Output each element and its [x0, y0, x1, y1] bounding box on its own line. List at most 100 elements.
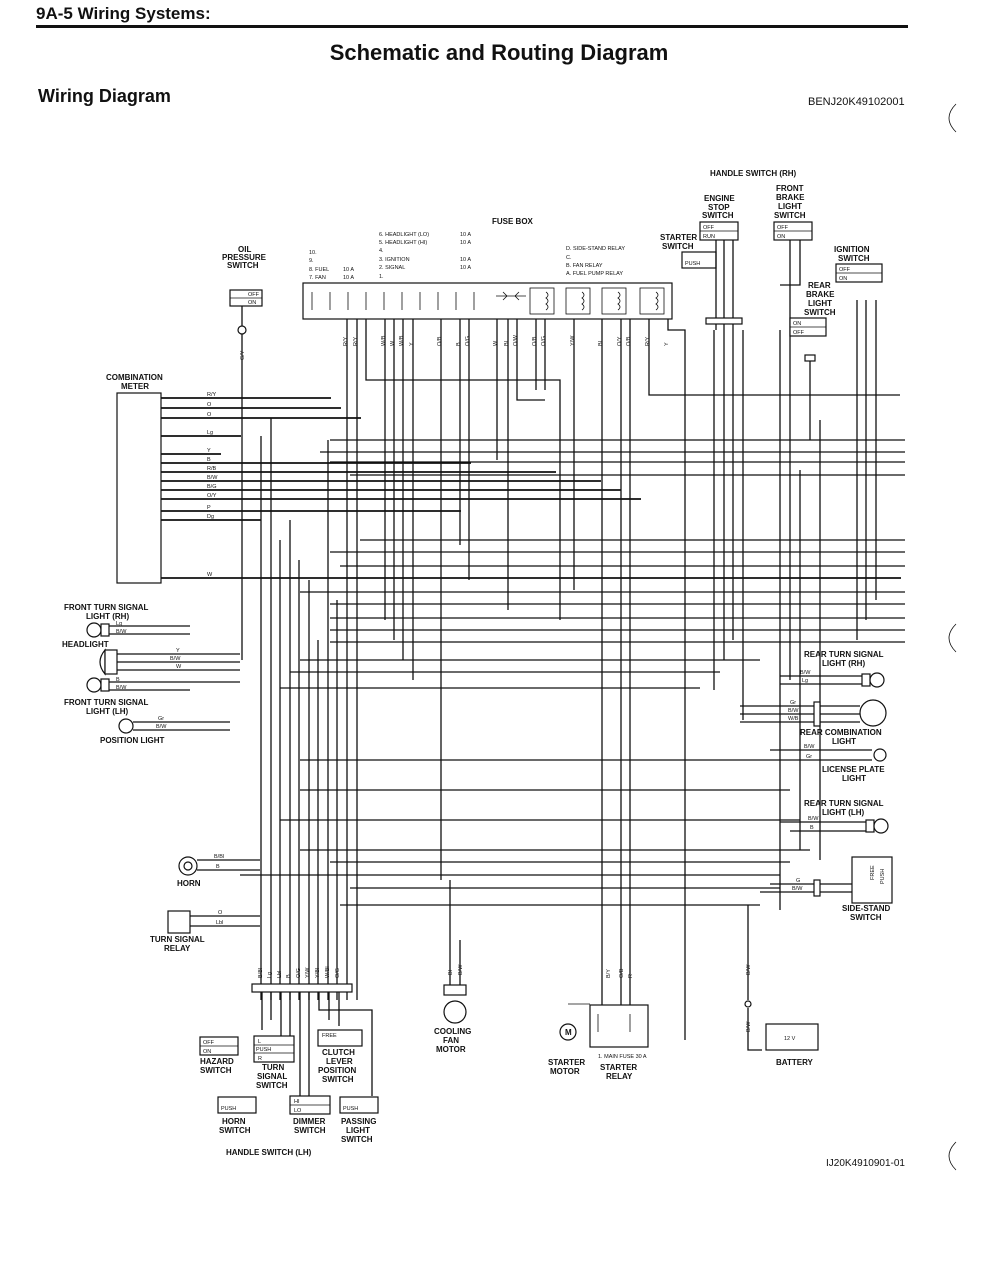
document-id: BENJ20K49102001 — [808, 96, 905, 108]
svg-text:DIMMER: DIMMER — [293, 1117, 326, 1126]
svg-text:SWITCH: SWITCH — [662, 242, 694, 251]
fuse-label: 1. — [379, 274, 384, 280]
diagram-subtitle: Wiring Diagram — [38, 86, 171, 106]
figure-id: IJ20K4910901-01 — [826, 1158, 905, 1169]
svg-text:COMBINATION: COMBINATION — [106, 373, 163, 382]
svg-text:HEADLIGHT: HEADLIGHT — [62, 640, 109, 649]
wire-label: O/Y — [617, 336, 623, 346]
svg-text:LIGHT: LIGHT — [346, 1126, 370, 1135]
wire-label: R/B — [207, 466, 217, 472]
wire-label: B/W — [746, 1021, 752, 1032]
wire-label: W/B — [381, 335, 387, 346]
svg-text:SWITCH: SWITCH — [322, 1075, 354, 1084]
header-rule — [36, 25, 908, 28]
wire-label: Y — [664, 342, 670, 346]
binder-holes — [948, 103, 957, 1171]
svg-text:LIGHT (LH): LIGHT (LH) — [86, 707, 129, 716]
wire-label: Y/W — [570, 335, 576, 346]
svg-text:M: M — [565, 1028, 572, 1037]
fuse-label: 10. — [309, 250, 317, 256]
svg-text:POSITION LIGHT: POSITION LIGHT — [100, 736, 165, 745]
wire-label: Bl — [598, 341, 604, 346]
svg-text:COOLING: COOLING — [434, 1027, 471, 1036]
wire-label: W — [390, 340, 396, 346]
rear-combination-light: Gr B/W W/B REAR COMBINATION LIGHT — [740, 699, 887, 746]
switch-state: OFF — [703, 225, 715, 231]
wire-label: B/W — [788, 708, 799, 714]
svg-text:MOTOR: MOTOR — [550, 1067, 580, 1076]
wire-label: B — [286, 974, 292, 978]
wire-label: Dg — [207, 514, 214, 520]
svg-text:LICENSE PLATE: LICENSE PLATE — [822, 765, 885, 774]
wire-label: W — [207, 572, 213, 578]
component-label: BATTERY — [776, 1058, 814, 1067]
svg-text:LIGHT: LIGHT — [778, 202, 802, 211]
wire-label: O — [207, 412, 212, 418]
starter-relay-box — [589, 1004, 649, 1048]
svg-text:SWITCH: SWITCH — [294, 1126, 326, 1135]
wire-label: G/Y — [240, 350, 246, 360]
svg-text:LEVER: LEVER — [326, 1057, 353, 1066]
starter-section: B/Y O/B R M 1. MAIN FUSE 30 A STARTER MO… — [548, 968, 649, 1081]
position-light: Gr B/W POSITION LIGHT — [100, 716, 230, 745]
svg-text:PASSING: PASSING — [341, 1117, 376, 1126]
meter-body — [116, 392, 162, 584]
svg-text:LIGHT (RH): LIGHT (RH) — [86, 612, 129, 621]
turn-signal-switch-box — [253, 1035, 295, 1063]
svg-text:STARTER: STARTER — [600, 1063, 637, 1072]
wire-label: B/W — [808, 816, 819, 822]
switch-state: LO — [294, 1108, 302, 1114]
svg-text:LIGHT (RH): LIGHT (RH) — [822, 659, 865, 668]
switch-state: R — [258, 1056, 262, 1062]
wire-label: B/W — [746, 964, 752, 975]
page-title: Schematic and Routing Diagram — [329, 40, 669, 65]
wire-label: Y — [207, 448, 211, 454]
starter-motor-icon — [559, 1023, 577, 1041]
wire-label: W — [176, 664, 182, 670]
connector — [251, 983, 353, 993]
fuse-label: 2. SIGNAL — [379, 265, 405, 271]
wire-label: Y/Bl — [315, 968, 321, 978]
wire-label: Bl — [448, 970, 454, 975]
svg-text:PRESSURE: PRESSURE — [222, 253, 267, 262]
turn-signal-relay: O Lbl TURN SIGNAL RELAY — [150, 910, 260, 953]
svg-text:REAR COMBINATION: REAR COMBINATION — [800, 728, 882, 737]
switch-state: OFF — [777, 225, 789, 231]
wire-label: Gr — [806, 754, 812, 760]
wire-label: O/G — [465, 336, 471, 346]
wire-label: O/B — [626, 336, 632, 346]
combination-meter: COMBINATION METER R/Y O O Lg Y B R/B B/W… — [106, 373, 901, 584]
fuse-label: 4. — [379, 248, 384, 254]
component-label: HANDLE SWITCH (LH) — [226, 1148, 312, 1157]
svg-text:BRAKE: BRAKE — [806, 290, 835, 299]
svg-text:LIGHT: LIGHT — [832, 737, 856, 746]
switch-state: PUSH — [880, 869, 886, 884]
wire-label: O/G — [335, 968, 341, 978]
fuse-rating: 10 A — [460, 265, 471, 271]
wire-label: B/W — [170, 656, 181, 662]
wire-harness — [240, 300, 905, 1040]
wire-label: B — [810, 825, 814, 831]
wire-label: Lbl — [216, 920, 223, 926]
wire-label: B/W — [207, 475, 218, 481]
svg-text:LIGHT: LIGHT — [842, 774, 866, 783]
front-turn-signal-lh: B B/W FRONT TURN SIGNAL LIGHT (LH) — [64, 677, 240, 716]
svg-text:REAR TURN SIGNAL: REAR TURN SIGNAL — [804, 650, 884, 659]
wire-label: R/Y — [353, 337, 359, 347]
wire-label: B/W — [116, 685, 127, 691]
switch-state: ON — [203, 1049, 211, 1055]
switch-state: OFF — [793, 330, 805, 336]
rear-brake-light-switch: REAR BRAKE LIGHT SWITCH ON OFF — [789, 281, 836, 362]
svg-text:FRONT: FRONT — [776, 184, 804, 193]
fuse-label: 3. IGNITION — [379, 257, 410, 263]
svg-text:SWITCH: SWITCH — [200, 1066, 232, 1075]
svg-text:SWITCH: SWITCH — [256, 1081, 288, 1090]
svg-text:FRONT TURN SIGNAL: FRONT TURN SIGNAL — [64, 698, 149, 707]
wire-label: R/Y — [207, 392, 217, 398]
front-turn-signal-rh: FRONT TURN SIGNAL LIGHT (RH) Lg B/W — [64, 603, 190, 638]
svg-text:SWITCH: SWITCH — [341, 1135, 373, 1144]
wire-label: O/G — [296, 968, 302, 978]
relay-label: B. FAN RELAY — [566, 263, 603, 269]
switch-state: OFF — [839, 267, 851, 273]
